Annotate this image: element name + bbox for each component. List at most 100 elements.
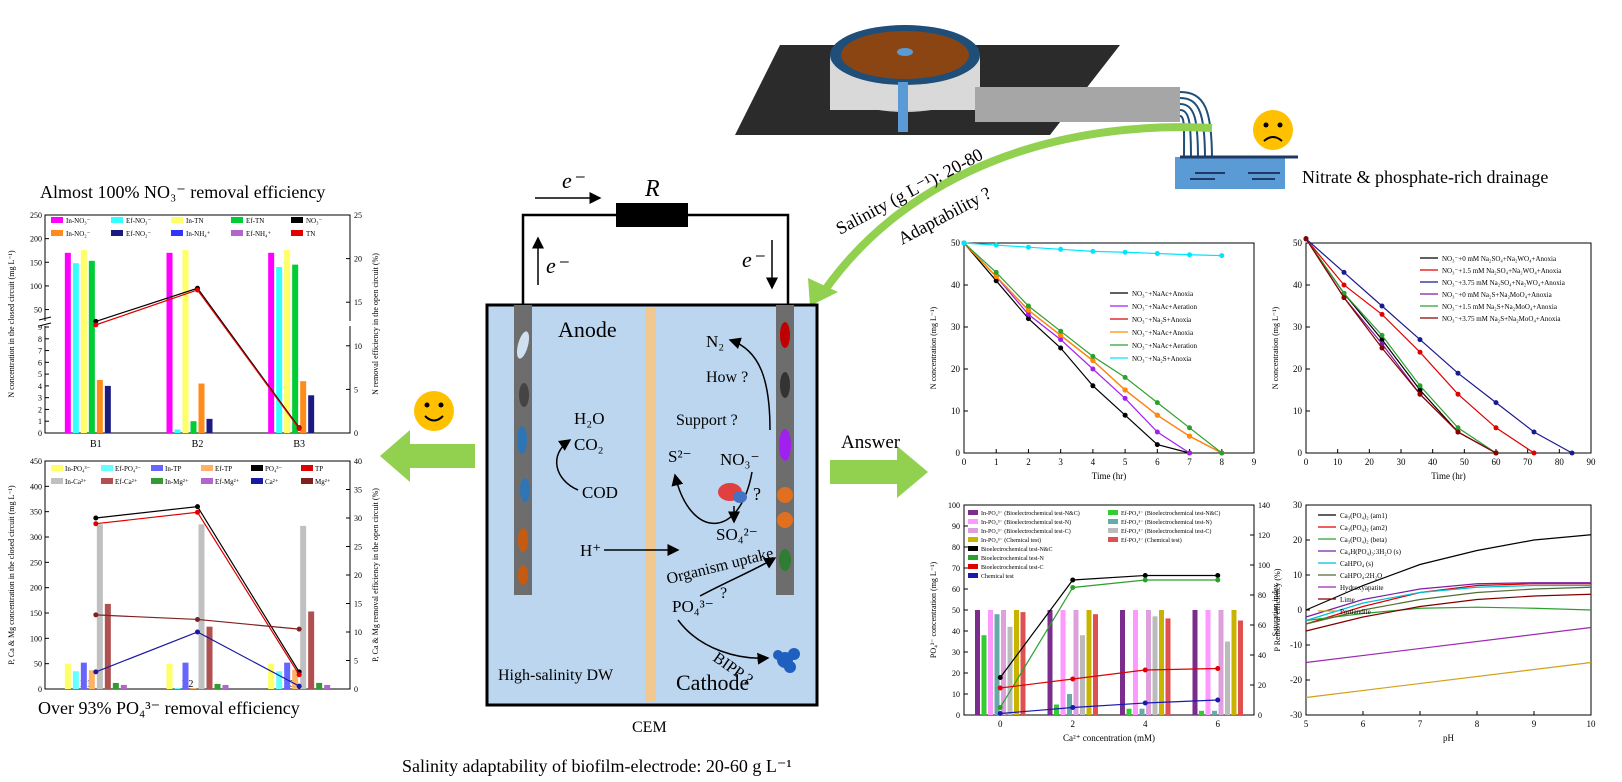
co2-label: CO₂ bbox=[574, 435, 604, 454]
legend-swatch bbox=[968, 537, 978, 542]
data-point bbox=[1379, 332, 1385, 338]
x-tick-label: 2 bbox=[1026, 457, 1031, 467]
bar bbox=[1139, 708, 1145, 715]
sad-face-icon bbox=[1253, 110, 1293, 150]
legend-label: In-Mg²⁺ bbox=[165, 478, 189, 486]
data-point bbox=[1493, 425, 1499, 431]
legend-swatch bbox=[301, 465, 313, 471]
tank-center bbox=[897, 48, 913, 56]
cem-label: CEM bbox=[632, 719, 667, 736]
bar bbox=[1120, 610, 1125, 715]
data-point bbox=[1142, 667, 1148, 673]
bar bbox=[72, 263, 79, 433]
data-point bbox=[1025, 316, 1031, 322]
y-tick-label: 250 bbox=[30, 558, 42, 567]
x-tick-label: 10 bbox=[1587, 719, 1597, 729]
y2-tick-label: 25 bbox=[354, 543, 362, 552]
y-tick-label: -10 bbox=[1290, 640, 1302, 650]
y2-tick-label: 0 bbox=[1258, 711, 1262, 720]
bar bbox=[64, 252, 71, 433]
pipe-outlet-icon bbox=[1179, 91, 1213, 161]
x-tick-label: 4 bbox=[1143, 719, 1148, 729]
data-point bbox=[993, 242, 999, 248]
data-point bbox=[1090, 248, 1096, 254]
bacterium bbox=[516, 331, 530, 359]
bar bbox=[1218, 610, 1224, 715]
legend-label: Mg²⁺ bbox=[315, 478, 331, 486]
y-tick-label: 200 bbox=[30, 584, 42, 593]
bar bbox=[276, 267, 283, 433]
x-tick-label: 60 bbox=[1492, 457, 1502, 467]
legend-swatch bbox=[1108, 519, 1118, 524]
legend-label: In-PO₄³⁻ (Chemical test) bbox=[981, 537, 1041, 544]
data-point bbox=[1025, 303, 1031, 309]
y-tick-label: 7 bbox=[38, 347, 42, 356]
legend-label: Hydroxyapatite bbox=[1340, 584, 1384, 592]
series-line bbox=[1305, 593, 1592, 632]
data-point bbox=[93, 515, 99, 521]
answer-arrow-right bbox=[830, 446, 928, 498]
y2-axis-title: P Removal efficiency (%) bbox=[1273, 568, 1282, 651]
y-tick-label: 450 bbox=[30, 457, 42, 466]
y-tick-label: 30 bbox=[1293, 500, 1303, 510]
data-point bbox=[195, 616, 200, 622]
data-point bbox=[93, 318, 99, 324]
legend-label: Bioelectrochemical test-N bbox=[981, 556, 1044, 562]
data-point bbox=[1531, 429, 1537, 435]
legend-swatch bbox=[111, 230, 123, 236]
bar bbox=[174, 429, 181, 433]
bar bbox=[120, 684, 127, 689]
legend-swatch bbox=[291, 217, 303, 223]
cod-label: COD bbox=[582, 483, 618, 502]
legend-swatch bbox=[151, 465, 163, 471]
bar bbox=[198, 383, 205, 433]
legend-swatch bbox=[171, 230, 183, 236]
data-point bbox=[1215, 697, 1221, 703]
bar bbox=[994, 614, 1000, 715]
bar bbox=[1231, 610, 1237, 715]
legend-label: Ef-NO₂⁻ bbox=[126, 230, 151, 238]
bar bbox=[1014, 610, 1019, 715]
data-point bbox=[296, 672, 302, 678]
legend-label: PO₄³⁻ bbox=[265, 465, 282, 473]
series-line bbox=[1305, 238, 1497, 454]
y-tick-label: 10 bbox=[1293, 570, 1303, 580]
series-line bbox=[1305, 626, 1592, 664]
chart-calcium-phosphate: 0102030405060708090100020406080100120140… bbox=[929, 501, 1282, 743]
data-point bbox=[997, 685, 1003, 691]
cem-membrane bbox=[645, 308, 656, 702]
legend-label: Chemical test bbox=[981, 574, 1014, 580]
data-point bbox=[93, 669, 99, 675]
x-tick-label: 80 bbox=[1555, 457, 1565, 467]
legend-label: In-TP bbox=[165, 465, 181, 473]
y-tick-label: 30 bbox=[951, 322, 961, 332]
y-tick-label: 20 bbox=[952, 669, 960, 678]
y-tick-label: 8 bbox=[38, 335, 42, 344]
data-point bbox=[993, 274, 999, 280]
data-point bbox=[993, 269, 999, 275]
y2-tick-label: 10 bbox=[354, 342, 362, 351]
y-axis-title: N concentration (mg L⁻¹) bbox=[1271, 306, 1280, 389]
x-tick-label: B3 bbox=[293, 439, 305, 450]
bar bbox=[166, 252, 173, 433]
y-tick-label: 10 bbox=[1293, 406, 1303, 416]
bar bbox=[1067, 694, 1072, 715]
y-tick-label: 150 bbox=[30, 258, 42, 267]
data-point bbox=[1154, 442, 1160, 448]
data-point bbox=[1493, 450, 1499, 456]
x-tick-label: 5 bbox=[1123, 457, 1128, 467]
y2-tick-label: 30 bbox=[354, 514, 362, 523]
y2-tick-label: 20 bbox=[354, 571, 362, 580]
data-point bbox=[1070, 676, 1076, 682]
y2-tick-label: 15 bbox=[354, 298, 362, 307]
y2-tick-label: 5 bbox=[354, 385, 358, 394]
bacterium bbox=[777, 512, 793, 528]
cod-oxidation-arrow bbox=[555, 439, 579, 491]
y-tick-label: 40 bbox=[951, 280, 961, 290]
legend-label: In-NO₃⁻ bbox=[66, 217, 91, 225]
headline-bottom-left: Over 93% PO₄³⁻ removal efficiency bbox=[38, 698, 300, 718]
pipe bbox=[975, 87, 1180, 122]
legend-label: CaHPO₄ (s) bbox=[1340, 560, 1374, 568]
x-axis-title: pH bbox=[1443, 733, 1455, 743]
legend-label: Ca₃(PO₄)₂ (beta) bbox=[1340, 536, 1387, 544]
